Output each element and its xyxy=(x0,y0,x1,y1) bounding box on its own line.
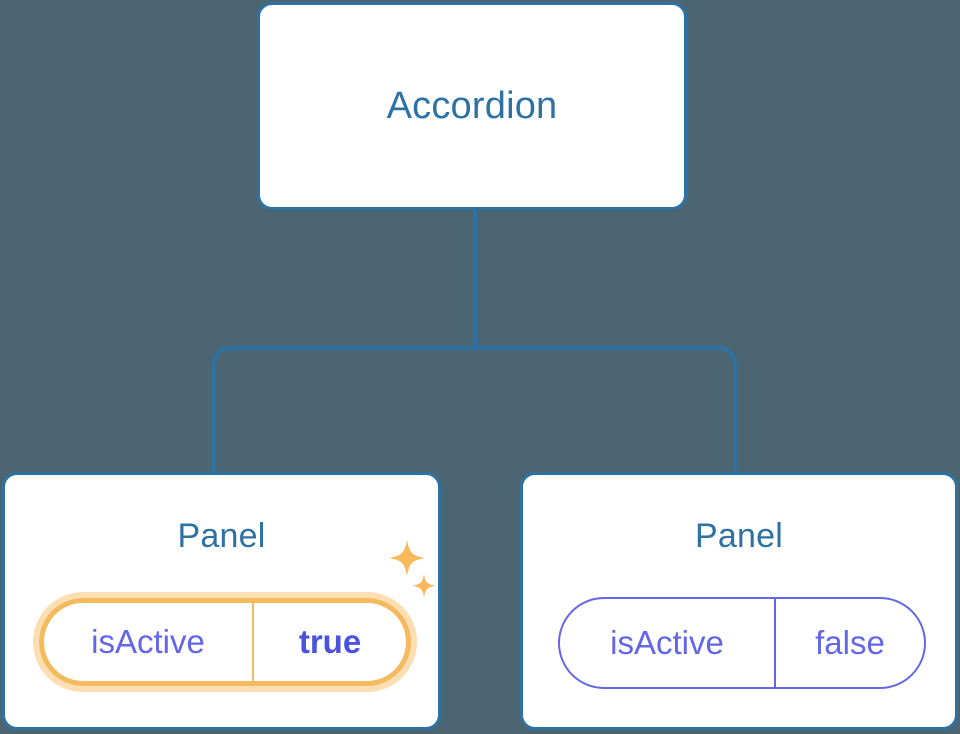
node-accordion[interactable]: Accordion xyxy=(257,2,687,210)
prop-pill-body: isActive true xyxy=(39,598,411,686)
node-panel-right[interactable]: Panel isActive false xyxy=(520,472,958,730)
node-panel-left[interactable]: Panel isActive true xyxy=(2,472,441,730)
connector-branch-left xyxy=(212,346,477,474)
prop-value: true xyxy=(298,623,362,660)
prop-pill-body: isActive false xyxy=(558,597,926,689)
connector-branch-right xyxy=(473,346,737,474)
prop-value: false xyxy=(815,624,885,661)
prop-pill-isactive-true[interactable]: isActive true xyxy=(33,592,417,692)
node-accordion-title: Accordion xyxy=(386,85,558,127)
prop-pill-isactive-false[interactable]: isActive false xyxy=(558,597,926,689)
node-panel-left-title: Panel xyxy=(177,517,266,555)
node-panel-right-title: Panel xyxy=(695,517,783,555)
prop-key: isActive xyxy=(560,599,776,687)
prop-key: isActive xyxy=(44,603,254,681)
